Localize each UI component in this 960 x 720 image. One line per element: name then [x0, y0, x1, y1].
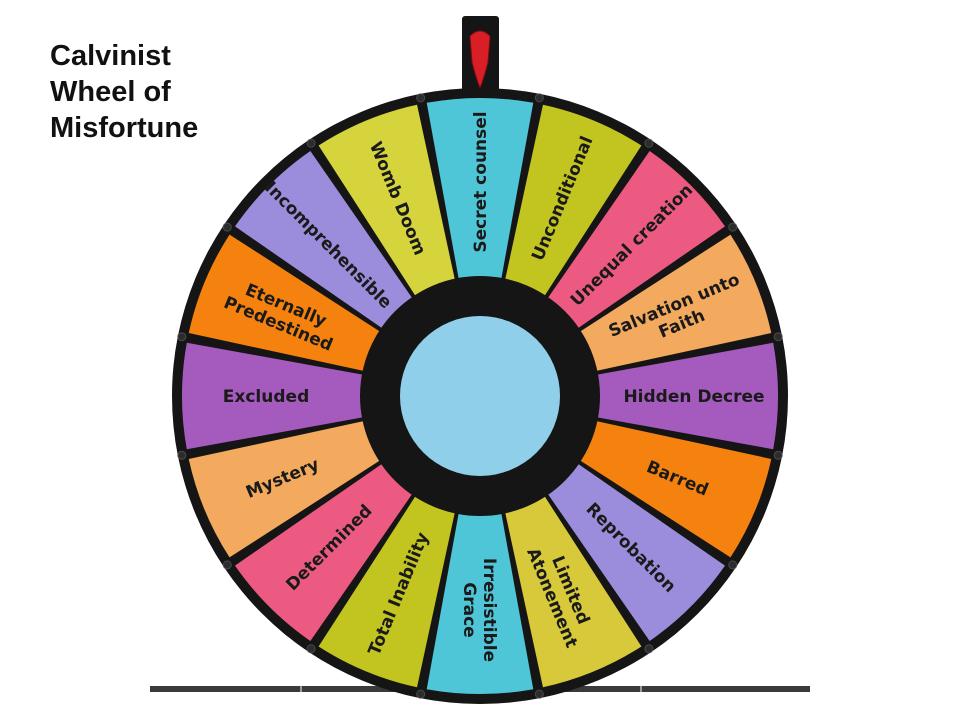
segment-label: Secret counsel	[471, 111, 491, 252]
wheel-segment	[596, 342, 779, 450]
wheel-segment	[182, 342, 364, 450]
wheel-segment	[579, 420, 772, 558]
wheel-segment	[579, 234, 772, 372]
segment-label-line: Excluded	[223, 387, 309, 407]
rim-peg	[644, 644, 654, 654]
wheel-segment	[547, 151, 725, 329]
wheel-segment	[504, 495, 642, 688]
segment-label-group: Hidden Decree	[623, 387, 764, 407]
rim-peg	[222, 222, 232, 232]
title-line-2: Wheel of	[50, 76, 171, 108]
wheel-segment	[504, 104, 642, 297]
wheel-segment	[547, 463, 725, 641]
wheel-segment	[426, 512, 534, 694]
rim-peg	[222, 560, 232, 570]
rim-peg	[773, 450, 783, 460]
title-line-1: Calvinist	[50, 40, 171, 72]
rim-peg	[728, 560, 738, 570]
segment-label-group: IrresistibleGrace	[459, 558, 499, 662]
wheel-segment	[188, 234, 381, 372]
page-title: Calvinist Wheel of Misfortune	[50, 38, 198, 146]
segment-label-line: Hidden Decree	[623, 387, 764, 407]
rim-peg	[177, 450, 187, 460]
segment-label-group: Secret counsel	[471, 111, 491, 252]
rim-peg	[306, 644, 316, 654]
segment-label-group: Excluded	[223, 387, 309, 407]
rim-peg	[534, 93, 544, 103]
rim-peg	[306, 138, 316, 148]
rim-peg	[534, 689, 544, 699]
segment-label-line: Irresistible	[479, 558, 499, 662]
wheel-segment	[318, 104, 456, 297]
segment-label: Excluded	[223, 387, 309, 407]
segment-label: Hidden Decree	[623, 387, 764, 407]
rim-peg	[416, 93, 426, 103]
rim-peg	[416, 689, 426, 699]
rim-peg	[773, 332, 783, 342]
wheel-segment	[235, 463, 413, 641]
segment-label-line: Secret counsel	[471, 111, 491, 252]
pointer-flapper	[469, 30, 491, 90]
wheel-segment	[318, 495, 456, 688]
rim-peg	[644, 138, 654, 148]
rim-peg	[728, 222, 738, 232]
rim-peg	[177, 332, 187, 342]
wheel-segment	[235, 151, 413, 329]
segment-label-line: Grace	[459, 582, 479, 637]
wheel-segment	[426, 98, 534, 280]
segment-label: IrresistibleGrace	[459, 558, 499, 662]
title-line-3: Misfortune	[50, 112, 199, 144]
stand-seam	[300, 686, 302, 692]
stand-seam	[640, 686, 642, 692]
wheel-pegs	[177, 93, 783, 699]
wheel-segment	[188, 420, 381, 558]
wheel-hub[interactable]	[400, 316, 560, 476]
